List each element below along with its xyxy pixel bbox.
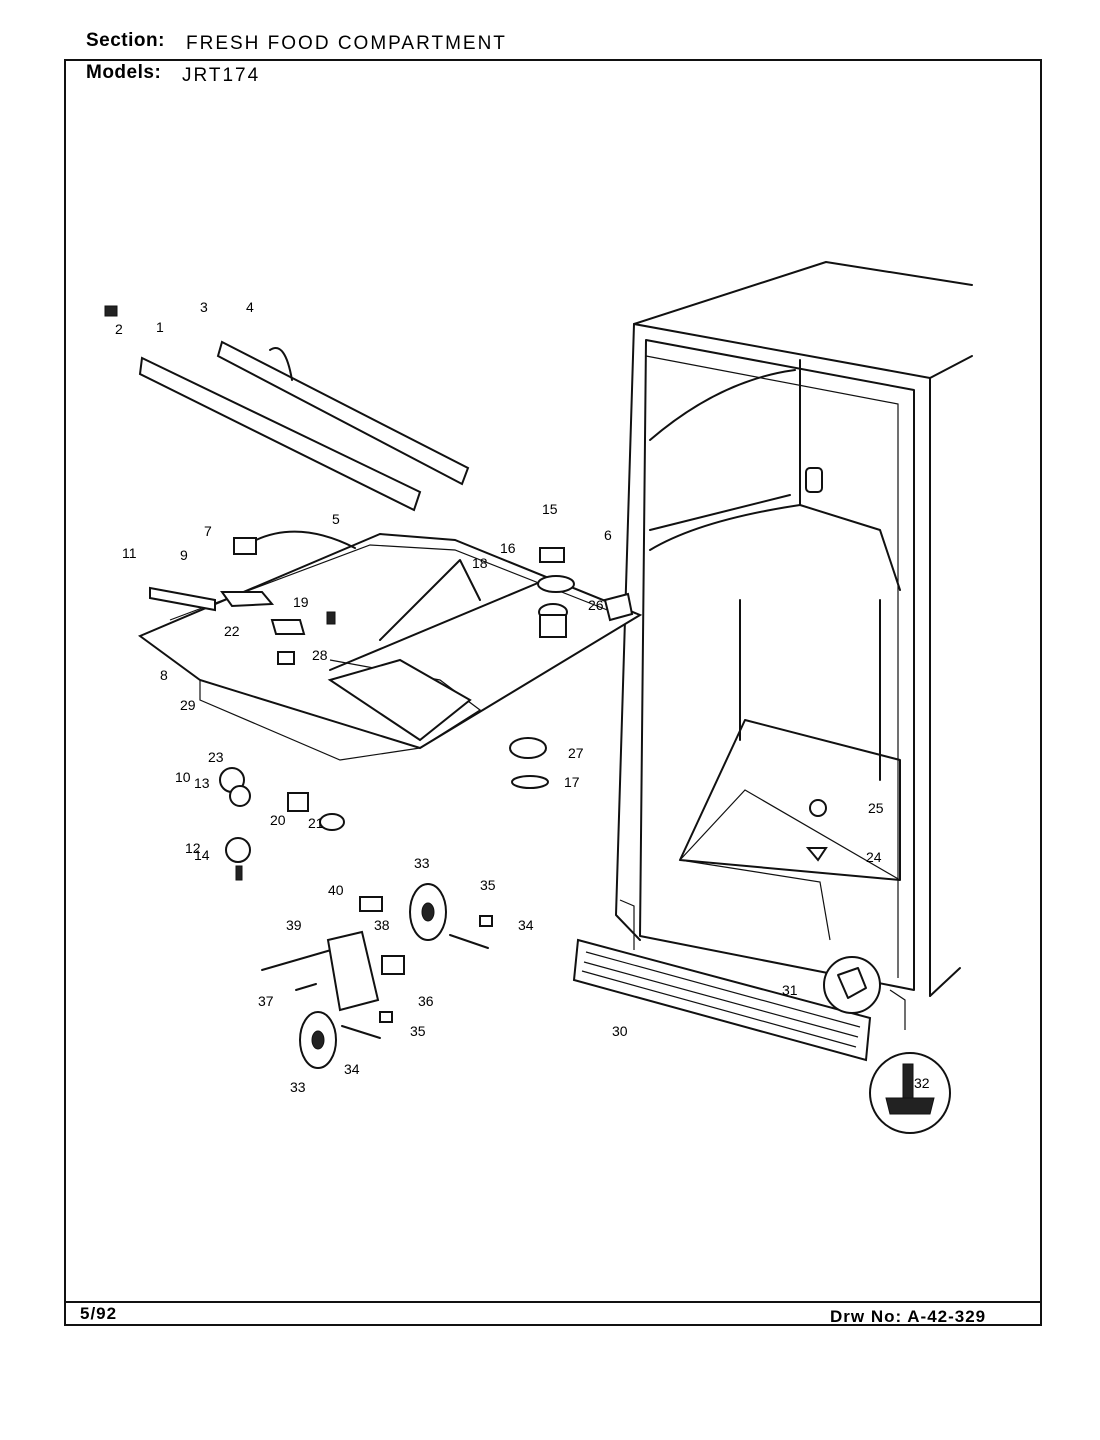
callout-33-upper: 33 — [414, 855, 430, 871]
callout-10: 10 — [175, 769, 191, 785]
bracket-part-9 — [220, 591, 275, 608]
pin-part-34-lower — [341, 1025, 381, 1039]
control-part-15 — [539, 547, 565, 563]
bracket-part-11 — [149, 586, 216, 612]
callout-17: 17 — [564, 774, 580, 790]
callout-29: 29 — [180, 697, 196, 713]
gear-part-12 — [225, 837, 251, 863]
kickplate-grille — [572, 938, 872, 1062]
callout-27: 27 — [568, 745, 584, 761]
callout-28: 28 — [312, 647, 328, 663]
bolt-part-39 — [261, 947, 339, 971]
callout-36: 36 — [418, 993, 434, 1009]
screw-part-2 — [104, 305, 118, 317]
cap-part-27 — [509, 737, 547, 759]
callout-26: 26 — [588, 597, 604, 613]
callout-23: 23 — [208, 749, 224, 765]
callout-2: 2 — [115, 321, 123, 337]
clip-part-35-upper — [479, 915, 493, 927]
drawing-number: Drw No: A-42-329 — [830, 1307, 987, 1326]
pin-part-37 — [295, 983, 317, 991]
screw-part-19 — [326, 611, 336, 625]
pin-part-34-upper — [449, 934, 489, 949]
drawing-frame — [64, 59, 1042, 1326]
cap-part-40 — [359, 896, 383, 912]
bracket-part-36 — [326, 930, 380, 1012]
callout-19: 19 — [293, 594, 309, 610]
callout-18: 18 — [472, 555, 488, 571]
callout-1: 1 — [156, 319, 164, 335]
section-title: FRESH FOOD COMPARTMENT — [186, 33, 507, 54]
part-38 — [381, 955, 405, 975]
callout-13: 13 — [194, 775, 210, 791]
callout-labels: 1 2 3 4 5 6 7 8 9 10 11 12 13 14 15 16 1… — [115, 299, 930, 1095]
callout-34-upper: 34 — [518, 917, 534, 933]
callout-4: 4 — [246, 299, 254, 315]
refrigerator-cabinet — [615, 261, 973, 1030]
callout-30: 30 — [612, 1023, 628, 1039]
revision-date: 5/92 — [80, 1304, 118, 1323]
callout-7: 7 — [204, 523, 212, 539]
screw-part-14 — [235, 865, 243, 881]
bulb-part-21 — [319, 813, 345, 831]
clip-part-35-lower — [379, 1011, 393, 1023]
callout-12: 12 — [185, 840, 201, 856]
part-25 — [809, 799, 827, 817]
detail-circle-31 — [823, 956, 881, 1014]
callout-25: 25 — [868, 800, 884, 816]
knob-part-16 — [537, 575, 575, 593]
callout-35-upper: 35 — [480, 877, 496, 893]
socket-part-20 — [287, 792, 309, 812]
knob-part-23 — [229, 785, 251, 807]
callout-32: 32 — [914, 1075, 930, 1091]
callout-5: 5 — [332, 511, 340, 527]
callout-38: 38 — [374, 917, 390, 933]
bracket-part-6 — [603, 592, 634, 622]
callout-3: 3 — [200, 299, 208, 315]
callout-11: 11 — [122, 545, 137, 561]
callout-40: 40 — [328, 882, 344, 898]
clip-part-28 — [277, 651, 295, 665]
footer-divider — [64, 1301, 1042, 1303]
callout-39: 39 — [286, 917, 302, 933]
callout-16: 16 — [500, 540, 516, 556]
part-24 — [805, 847, 828, 862]
callout-9: 9 — [180, 547, 188, 563]
callout-34-lower: 34 — [344, 1061, 360, 1077]
bracket-part-22 — [270, 619, 306, 635]
callout-8: 8 — [160, 667, 168, 683]
callout-21: 21 — [308, 815, 324, 831]
rail-part-1 — [138, 356, 422, 512]
callout-22: 22 — [224, 623, 240, 639]
models-label: Models: — [86, 62, 162, 83]
callout-33-lower: 33 — [290, 1079, 306, 1095]
callout-35-lower: 35 — [410, 1023, 426, 1039]
callout-6: 6 — [604, 527, 612, 543]
callout-14: 14 — [194, 847, 210, 863]
callout-24: 24 — [866, 849, 882, 865]
model-number: JRT174 — [182, 65, 261, 86]
ring-part-17 — [511, 775, 549, 789]
section-label: Section: — [86, 30, 165, 51]
rail-part-3 — [216, 340, 470, 486]
callout-31: 31 — [782, 982, 798, 998]
callout-37: 37 — [258, 993, 274, 1009]
callout-15: 15 — [542, 501, 558, 517]
switch-part-7 — [233, 537, 257, 555]
callout-20: 20 — [270, 812, 286, 828]
